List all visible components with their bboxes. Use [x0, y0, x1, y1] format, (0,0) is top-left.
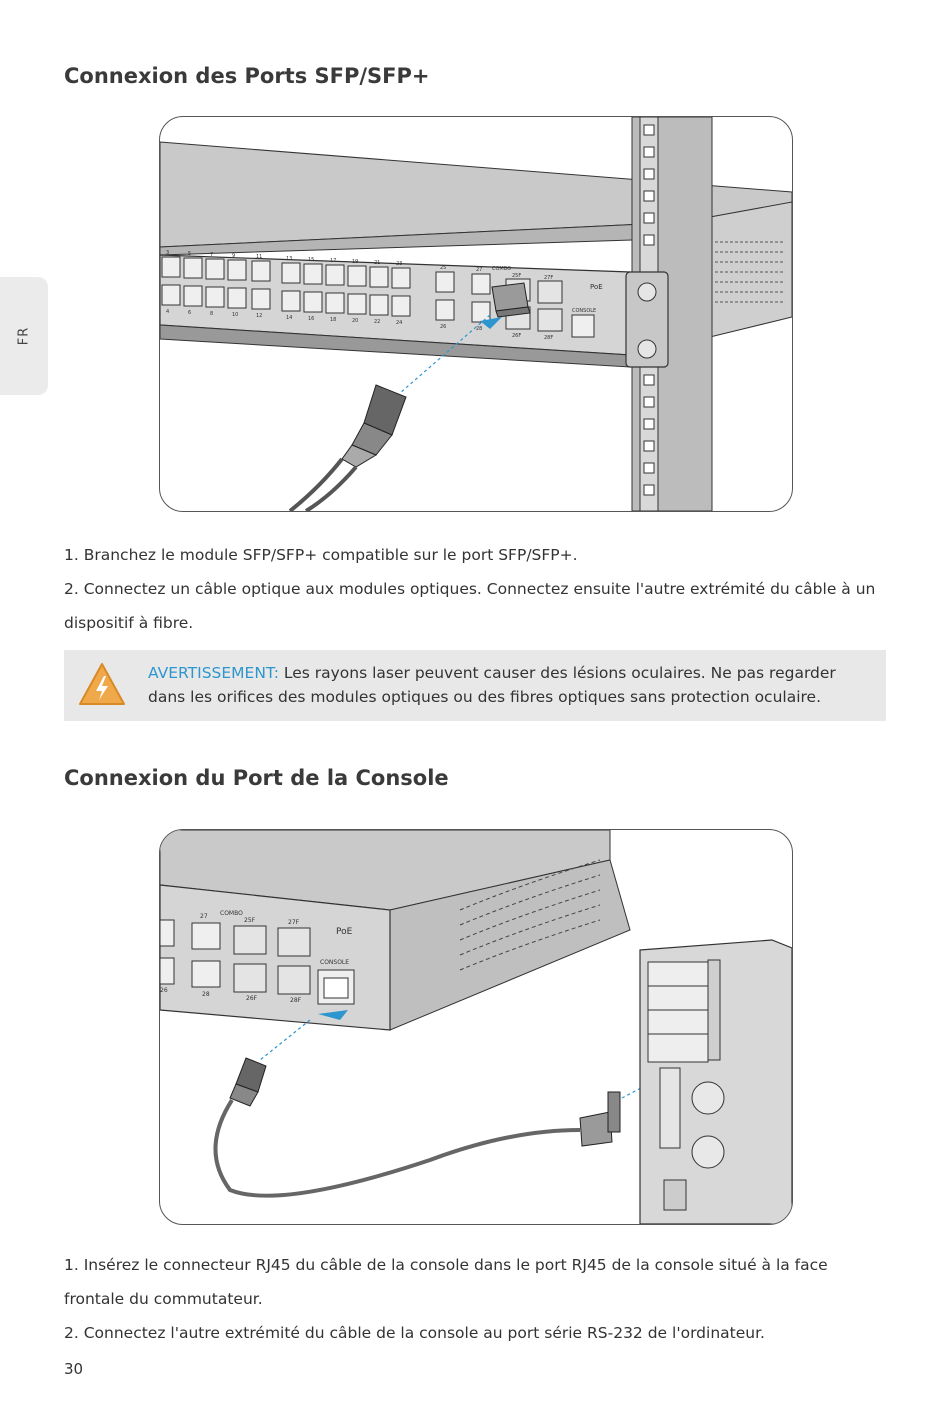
port-label-bottom: 24: [396, 320, 402, 326]
combo-label: COMBO: [220, 910, 243, 917]
port-label-top: 5: [188, 251, 191, 257]
port-label-top: 23: [396, 261, 402, 267]
port-label-bottom: 12: [256, 313, 262, 319]
section-title-console: Connexion du Port de la Console: [64, 766, 449, 790]
sfp-label: 25F: [512, 273, 521, 279]
port-label: 27F: [288, 919, 300, 926]
port-label-bottom: 28: [476, 326, 482, 332]
language-tab: FR: [0, 277, 48, 395]
warning-label: AVERTISSEMENT:: [148, 664, 279, 682]
section-title-sfp: Connexion des Ports SFP/SFP+: [64, 64, 430, 88]
combo-label: COMBO: [492, 266, 511, 272]
console-label: CONSOLE: [572, 308, 596, 314]
port-label: 28: [202, 991, 210, 998]
port-label-bottom: 16: [308, 316, 314, 322]
high-voltage-warning-icon: [79, 663, 125, 705]
port-label-bottom: 22: [374, 319, 380, 325]
poe-label: PoE: [590, 283, 603, 291]
port-label: 26: [160, 987, 168, 994]
port-label-bottom: 10: [232, 312, 238, 318]
port-label-top: 17: [330, 258, 336, 264]
port-label: 26F: [246, 995, 258, 1002]
warning-box: AVERTISSEMENT: Les rayons laser peuvent …: [64, 650, 886, 721]
port-label-top: 27: [476, 267, 482, 273]
port-label-top: 19: [352, 259, 358, 265]
port-label-top: 7: [210, 252, 213, 258]
port-label: 25F: [244, 917, 256, 924]
port-label-top: 25: [440, 265, 446, 271]
port-label-top: 11: [256, 254, 262, 260]
port-label-top: 9: [232, 253, 235, 259]
sfp-label: 26F: [512, 333, 521, 339]
console-connection-illustration: COMBO 27 25F 27F 26 28 26F 28F PoE CONSO…: [159, 829, 793, 1225]
port-label: 27: [200, 913, 208, 920]
port-label-bottom: 6: [188, 310, 191, 316]
warning-message: AVERTISSEMENT: Les rayons laser peuvent …: [148, 661, 868, 709]
sfp-step-2: 2. Connectez un câble optique aux module…: [64, 580, 876, 632]
language-tab-label: FR: [16, 326, 32, 346]
port-label-bottom: 26: [440, 324, 446, 330]
port-label-top: 15: [308, 257, 314, 263]
port-label-bottom: 4: [166, 309, 169, 315]
port-label-top: 21: [374, 260, 380, 266]
page-number: 30: [64, 1360, 84, 1378]
poe-label: PoE: [336, 927, 353, 937]
console-step-2: 2. Connectez l'autre extrémité du câble …: [64, 1324, 765, 1342]
port-label-bottom: 18: [330, 317, 336, 323]
sfp-label: 27F: [544, 275, 553, 281]
port-label-bottom: 20: [352, 318, 358, 324]
port-label-bottom: 8: [210, 311, 213, 317]
port-label-top: 13: [286, 256, 292, 262]
port-label-top: 3: [166, 250, 169, 256]
sfp-connection-illustration: 3 5 7 9 11 13 15 17 19 21 23 25 27 4 6 8…: [159, 116, 793, 512]
port-label-bottom: 14: [286, 315, 292, 321]
sfp-label: 28F: [544, 335, 553, 341]
console-step-1: 1. Insérez le connecteur RJ45 du câble d…: [64, 1256, 828, 1308]
console-label: CONSOLE: [320, 959, 349, 966]
port-label: 28F: [290, 997, 302, 1004]
sfp-step-1: 1. Branchez le module SFP/SFP+ compatibl…: [64, 546, 578, 564]
warning-text: Les rayons laser peuvent causer des lési…: [148, 664, 836, 706]
